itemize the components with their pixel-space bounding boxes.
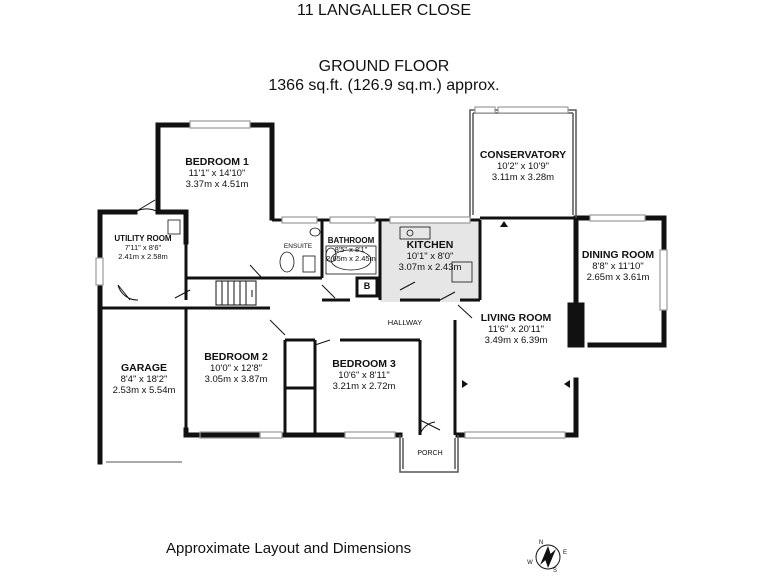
room-utility: UTILITY ROOM 7'11" x 8'6" 2.41m x 2.58m	[114, 234, 171, 261]
room-living: LIVING ROOM 11'6" x 20'11" 3.49m x 6.39m	[480, 312, 552, 347]
room-name: CONSERVATORY	[479, 149, 567, 161]
compass-north: N	[538, 540, 544, 546]
room-name: DINING ROOM	[581, 249, 655, 261]
room-name: KITCHEN	[406, 239, 454, 251]
direction-markers	[462, 221, 570, 388]
room-size-metric: 3.21m x 2.72m	[332, 381, 396, 392]
room-garage: GARAGE 8'4" x 18'2" 2.53m x 5.54m	[112, 362, 176, 397]
room-size-metric: 2.65m x 2.45m	[326, 254, 376, 263]
room-size-metric: 2.53m x 5.54m	[112, 385, 176, 396]
room-name: BEDROOM 3	[332, 358, 396, 370]
room-bathroom: BATHROOM 8'5" x 8'1" 2.65m x 2.45m	[326, 236, 376, 263]
compass-rose-icon	[535, 544, 561, 570]
room-size-metric: 2.41m x 2.58m	[118, 252, 168, 261]
room-size-imperial: 8'5" x 8'1"	[334, 245, 368, 254]
room-name: LIVING ROOM	[480, 312, 552, 324]
porch-structure	[399, 435, 459, 473]
room-size-imperial: 10'6" x 8'11"	[338, 370, 390, 381]
property-address: 11 LANGALLER CLOSE	[296, 2, 472, 19]
room-size-imperial: 10'1" x 8'0"	[406, 251, 454, 262]
room-conservatory: CONSERVATORY 10'2" x 10'9" 3.11m x 3.28m	[479, 149, 567, 184]
room-size-imperial: 10'0" x 12'8"	[209, 363, 263, 374]
room-size-metric: 2.65m x 3.61m	[586, 272, 650, 283]
room-size-imperial: 8'4" x 18'2"	[120, 374, 168, 385]
room-name: BATHROOM	[327, 236, 375, 245]
room-name: UTILITY ROOM	[114, 234, 172, 243]
room-kitchen: KITCHEN 10'1" x 8'0" 3.07m x 2.43m	[398, 239, 462, 274]
compass-west: W	[527, 560, 533, 566]
room-bedroom-3: BEDROOM 3 10'6" x 8'11" 3.21m x 2.72m	[332, 358, 396, 393]
room-bedroom-2: BEDROOM 2 10'0" x 12'8" 3.05m x 3.87m	[204, 351, 268, 386]
room-hallway-label: HALLWAY	[387, 318, 423, 327]
room-size-imperial: 8'8" x 11'10"	[592, 261, 644, 272]
windows	[95, 106, 668, 439]
bathroom-fixtures	[167, 219, 473, 283]
room-porch-label: PORCH	[417, 450, 443, 457]
room-bedroom-1: BEDROOM 1 11'1" x 14'10" 3.37m x 4.51m	[185, 156, 249, 191]
room-size-imperial: 7'11" x 8'6"	[124, 243, 162, 252]
room-size-metric: 3.49m x 6.39m	[484, 335, 548, 346]
compass-south: S	[552, 568, 558, 574]
doors	[117, 199, 473, 436]
room-size-imperial: 11'1" x 14'10"	[188, 168, 246, 179]
room-size-metric: 3.11m x 3.28m	[491, 172, 555, 183]
floor-title: GROUND FLOOR	[318, 58, 450, 75]
room-dining: DINING ROOM 8'8" x 11'10" 2.65m x 3.61m	[581, 249, 655, 284]
compass-east: E	[562, 550, 568, 556]
room-ensuite-label: ENSUITE	[283, 243, 313, 250]
room-name: BEDROOM 2	[204, 351, 268, 363]
floor-area: 1366 sq.ft. (126.9 sq.m.) approx.	[268, 77, 500, 94]
interior-walls	[100, 216, 576, 435]
room-size-metric: 3.05m x 3.87m	[204, 374, 268, 385]
room-name: BEDROOM 1	[185, 156, 249, 168]
footer-caption: Approximate Layout and Dimensions	[166, 540, 412, 557]
boiler-marker: B	[363, 281, 371, 291]
stairs	[215, 280, 257, 306]
room-name: GARAGE	[120, 362, 168, 374]
room-size-imperial: 10'2" x 10'9"	[496, 161, 550, 172]
room-size-metric: 3.37m x 4.51m	[185, 179, 249, 190]
room-size-imperial: 11'6" x 20'11"	[488, 324, 544, 335]
room-size-metric: 3.07m x 2.43m	[398, 262, 462, 273]
